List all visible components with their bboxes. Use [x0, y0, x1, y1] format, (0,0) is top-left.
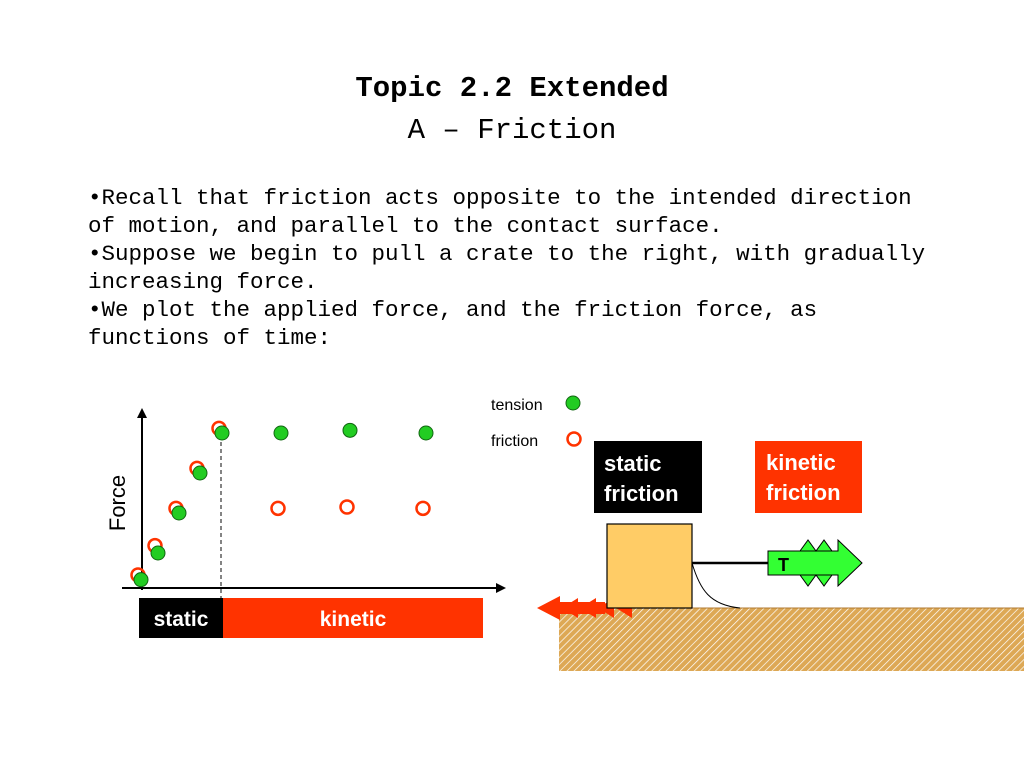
- legend-friction-label: friction: [491, 433, 538, 450]
- kinetic-friction-line1: kinetic: [766, 450, 836, 475]
- static-region-bar: [139, 598, 223, 638]
- bullet-item: •Suppose we begin to pull a crate to the…: [88, 241, 926, 295]
- tension-point: [418, 425, 434, 441]
- legend-friction-marker: [566, 431, 582, 447]
- kinetic-friction-line2: friction: [766, 480, 841, 505]
- bullet-list: •Recall that friction acts opposite to t…: [88, 185, 928, 352]
- static-friction-line1: static: [604, 451, 661, 476]
- static-region-label: static: [154, 608, 209, 631]
- static-friction-line2: friction: [604, 481, 679, 506]
- tension-arrow: [767, 538, 863, 588]
- y-axis-label: Force: [105, 475, 130, 531]
- rope: [691, 562, 741, 609]
- tension-label: T: [778, 555, 789, 575]
- friction-point: [415, 500, 431, 517]
- static-friction-label: static friction: [604, 451, 679, 506]
- chart-points: [130, 420, 434, 588]
- legend-tension-label: tension: [491, 397, 543, 414]
- kinetic-friction-label: kinetic friction: [766, 450, 842, 505]
- friction-point: [339, 499, 355, 515]
- legend-tension-marker: [565, 395, 581, 411]
- y-axis-arrowhead: [137, 408, 147, 418]
- kinetic-region-bar: [223, 598, 483, 638]
- tension-point: [171, 505, 187, 521]
- ground: [559, 608, 1024, 671]
- tension-point: [192, 465, 208, 481]
- kinetic-friction-box: [755, 441, 862, 513]
- tension-point: [133, 572, 149, 588]
- friction-point: [270, 500, 286, 517]
- slide-title: Topic 2.2 Extended: [355, 72, 669, 105]
- bullet-item: •We plot the applied force, and the fric…: [88, 297, 818, 351]
- bullet-item: •Recall that friction acts opposite to t…: [88, 185, 912, 239]
- kinetic-region-label: kinetic: [320, 608, 387, 631]
- static-friction-box: [594, 441, 702, 513]
- slide-subtitle: A – Friction: [407, 114, 617, 147]
- tension-point: [214, 425, 230, 441]
- tension-point: [150, 545, 166, 561]
- tension-point: [342, 422, 358, 438]
- crate: [606, 523, 693, 609]
- tension-point: [273, 425, 289, 441]
- x-axis-arrowhead: [496, 583, 506, 593]
